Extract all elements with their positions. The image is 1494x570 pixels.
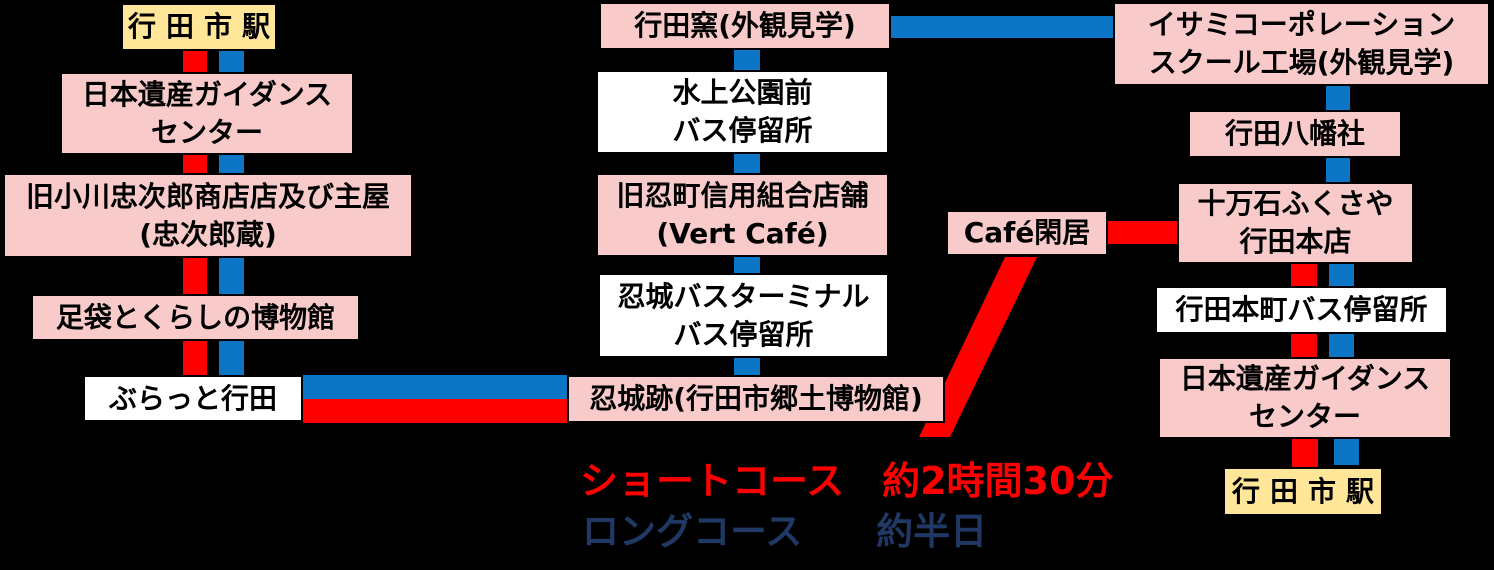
node-label-line: 行田市駅 bbox=[1232, 474, 1385, 508]
node-label-line: センター bbox=[150, 115, 263, 149]
node-label-line: 忍城バスターミナル bbox=[617, 279, 870, 313]
node-label-line: イサミコーポレーション bbox=[1147, 8, 1456, 41]
connector-mid-2-blue bbox=[734, 154, 760, 173]
node-cafe-kankyo: Café閑居 bbox=[946, 210, 1108, 256]
connector-left-2-red bbox=[183, 155, 207, 173]
node-label-line: バス停留所 bbox=[672, 114, 813, 147]
connector-right-5-blue bbox=[1334, 439, 1359, 465]
node-gyoda-city-station-start: 行田市駅 bbox=[121, 3, 277, 51]
node-label-line: 行田本町バス停留所 bbox=[1175, 293, 1428, 326]
node-label-line: 十万石ふくさや bbox=[1197, 187, 1394, 220]
connector-left-4-red bbox=[183, 341, 207, 375]
connector-right-4-red bbox=[1291, 334, 1317, 357]
node-label-line: 行田窯(外観見学) bbox=[634, 9, 856, 42]
node-label-line: 水上公園前 bbox=[672, 76, 813, 109]
node-label-line: 日本遺産ガイダンス bbox=[81, 77, 333, 111]
node-gyoda-city-station-end: 行田市駅 bbox=[1223, 467, 1383, 516]
connector-kiln-to-isami-blue bbox=[891, 16, 1113, 38]
node-buratto-gyoda: ぶらっと行田 bbox=[83, 375, 303, 422]
node-label-line: 行田本店 bbox=[1239, 225, 1352, 258]
connector-left-1-red bbox=[183, 51, 207, 72]
connector-right-3-red bbox=[1291, 264, 1317, 286]
connector-left-1-blue bbox=[219, 51, 244, 72]
node-kyu-oshimachi-shinyo-kumiai: 旧忍町信用組合店舗 (Vert Café) bbox=[596, 173, 889, 257]
node-label-line: 忍城跡(行田市郷土博物館) bbox=[589, 382, 923, 415]
node-label-line: スクール工場(外観見学) bbox=[1148, 46, 1455, 79]
connector-right-5-red bbox=[1292, 439, 1318, 467]
node-label-line: 行田市駅 bbox=[128, 10, 281, 43]
connector-right-2-blue bbox=[1326, 158, 1350, 182]
node-label-line: (Vert Café) bbox=[656, 217, 829, 250]
node-label-line: センター bbox=[1248, 400, 1361, 433]
node-japan-heritage-guidance-center-left: 日本遺産ガイダンスセンター bbox=[60, 72, 354, 155]
connector-buratto-to-oshijo-blue bbox=[303, 375, 567, 399]
node-oshijo-ato: 忍城跡(行田市郷土博物館) bbox=[567, 375, 945, 423]
node-oshijo-bus-terminal-bus-stop: 忍城バスターミナルバス停留所 bbox=[598, 273, 889, 358]
connector-mid-3-blue bbox=[734, 257, 760, 273]
node-isami-corporation-school-factory: イサミコーポレーションスクール工場(外観見学) bbox=[1113, 2, 1490, 86]
node-jumangoku-fukusaya-honten: 十万石ふくさや行田本店 bbox=[1177, 182, 1414, 264]
node-label-line: 足袋とくらしの博物館 bbox=[55, 300, 336, 334]
node-label-line: 日本遺産ガイダンス bbox=[1179, 362, 1431, 395]
connector-mid-1-blue bbox=[734, 50, 760, 70]
node-label-line: 旧小川忠次郎商店店及び主屋 bbox=[25, 179, 390, 213]
node-label-line: Café閑居 bbox=[963, 216, 1091, 249]
node-kyu-ogawa-chujiro-shoten: 旧小川忠次郎商店店及び主屋 (忠次郎蔵) bbox=[3, 173, 413, 258]
node-label-line: (忠次郎蔵) bbox=[139, 217, 277, 251]
node-japan-heritage-guidance-center-right: 日本遺産ガイダンスセンター bbox=[1158, 357, 1452, 439]
short-course-diagonal-connector bbox=[919, 257, 1037, 437]
node-suijo-koen-mae-bus-stop: 水上公園前バス停留所 bbox=[596, 70, 889, 154]
node-label-line: 行田八幡社 bbox=[1224, 117, 1365, 150]
connector-right-3-blue bbox=[1329, 264, 1354, 286]
connector-left-4-blue bbox=[219, 341, 244, 375]
connector-left-2-blue bbox=[219, 155, 244, 173]
node-label-line: ぶらっと行田 bbox=[108, 381, 277, 415]
node-gyoda-hachimansha: 行田八幡社 bbox=[1188, 110, 1402, 158]
node-tabi-to-kurashi-museum: 足袋とくらしの博物館 bbox=[31, 294, 360, 341]
connector-left-3-red bbox=[183, 258, 207, 294]
connector-left-3-blue bbox=[219, 258, 244, 294]
node-label-line: 旧忍町信用組合店舗 bbox=[616, 179, 869, 212]
node-gyoda-kiln: 行田窯(外観見学) bbox=[599, 2, 891, 50]
legend-long-course: ロングコース 約半日 bbox=[582, 510, 988, 553]
node-gyoda-honmachi-bus-stop: 行田本町バス停留所 bbox=[1155, 286, 1448, 334]
legend-short-course: ショートコース 約2時間30分 bbox=[580, 459, 1114, 503]
connector-buratto-to-oshijo-red bbox=[303, 399, 567, 423]
connector-right-1-blue bbox=[1326, 86, 1350, 110]
node-label-line: バス停留所 bbox=[673, 317, 814, 351]
connector-cafe-to-jumangoku-red bbox=[1108, 221, 1177, 244]
connector-right-4-blue bbox=[1329, 334, 1354, 357]
connector-mid-4-blue bbox=[734, 358, 760, 375]
